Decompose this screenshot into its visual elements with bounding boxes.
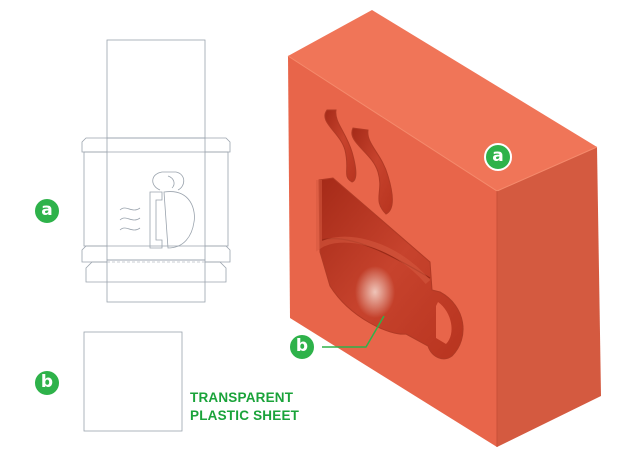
dieline-right-panel <box>205 151 229 247</box>
caption-line-2: PLASTIC SHEET <box>190 408 300 423</box>
dieline-left-flap <box>81 137 107 153</box>
steam-window <box>351 127 393 215</box>
dieline-left-flap <box>85 261 107 283</box>
label-a-dieline: a <box>33 197 61 225</box>
caption-line-1: TRANSPARENT <box>190 390 294 405</box>
dieline-left-panel <box>83 151 107 247</box>
box-side-face <box>497 147 601 447</box>
dieline-bottom-panel <box>106 259 206 303</box>
label-b-text: b <box>296 336 308 356</box>
label-b-text: b <box>41 372 53 392</box>
box-top-face <box>288 10 597 191</box>
label-a-text: a <box>492 146 503 166</box>
dieline-left-flap <box>81 245 107 263</box>
box-3d <box>287 10 601 447</box>
cup-window <box>318 177 464 360</box>
label-b-window: b <box>288 333 316 361</box>
label-b-sheet: b <box>33 369 61 397</box>
dieline-right-flap <box>205 137 231 153</box>
dieline-right-flap <box>205 245 231 263</box>
dieline-right-flap <box>205 261 227 283</box>
dieline-cup-window <box>119 171 195 249</box>
dieline-top-flap <box>106 39 206 139</box>
transparent-sheet-caption: TRANSPARENT PLASTIC SHEET <box>190 389 299 425</box>
leader-line-b <box>322 315 385 348</box>
steam-window <box>324 109 357 183</box>
dieline-main-panel <box>106 137 206 261</box>
label-a-box: a <box>484 143 512 171</box>
label-a-text: a <box>41 200 52 220</box>
transparent-sheet-outline <box>83 331 183 432</box>
box-dieline <box>81 39 231 303</box>
